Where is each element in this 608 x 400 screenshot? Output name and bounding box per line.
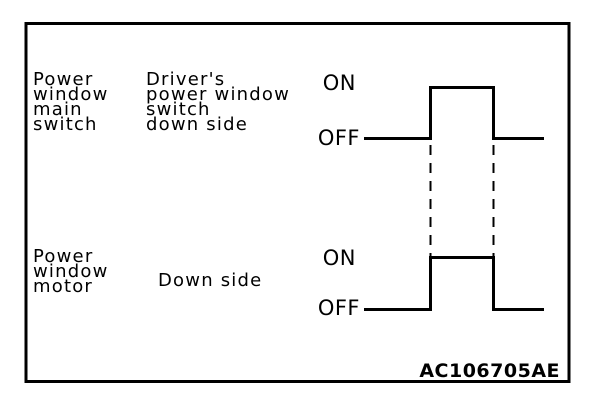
edge-connectors	[429, 145, 495, 256]
on-label: ON	[323, 71, 356, 95]
switch-waveform-path	[364, 86, 544, 140]
signal-label-line: power window	[146, 84, 290, 105]
signal-label-line: Driver's	[146, 69, 225, 90]
off-label: OFF	[318, 126, 360, 150]
diagram-border	[24, 22, 571, 383]
signal-label-line: switch	[146, 99, 211, 120]
component-label-line: motor	[33, 276, 93, 297]
component-label-line: switch	[33, 114, 98, 135]
signal-label-line: Down side	[158, 270, 262, 291]
motor-waveform-path	[364, 256, 544, 311]
on-label: ON	[323, 246, 356, 270]
component-label-line: main	[33, 99, 83, 120]
component-label-line: Power	[33, 246, 93, 267]
row-motor: Power window motor Down side ON OFF	[33, 246, 544, 320]
row-main-switch: Power window main switch Driver's power …	[33, 69, 544, 150]
component-label-line: window	[33, 261, 109, 282]
signal-label-line: down side	[146, 114, 248, 135]
component-label-line: Power	[33, 69, 93, 90]
off-label: OFF	[318, 296, 360, 320]
figure-id-label: AC106705AE	[419, 360, 560, 382]
component-label-line: window	[33, 84, 109, 105]
